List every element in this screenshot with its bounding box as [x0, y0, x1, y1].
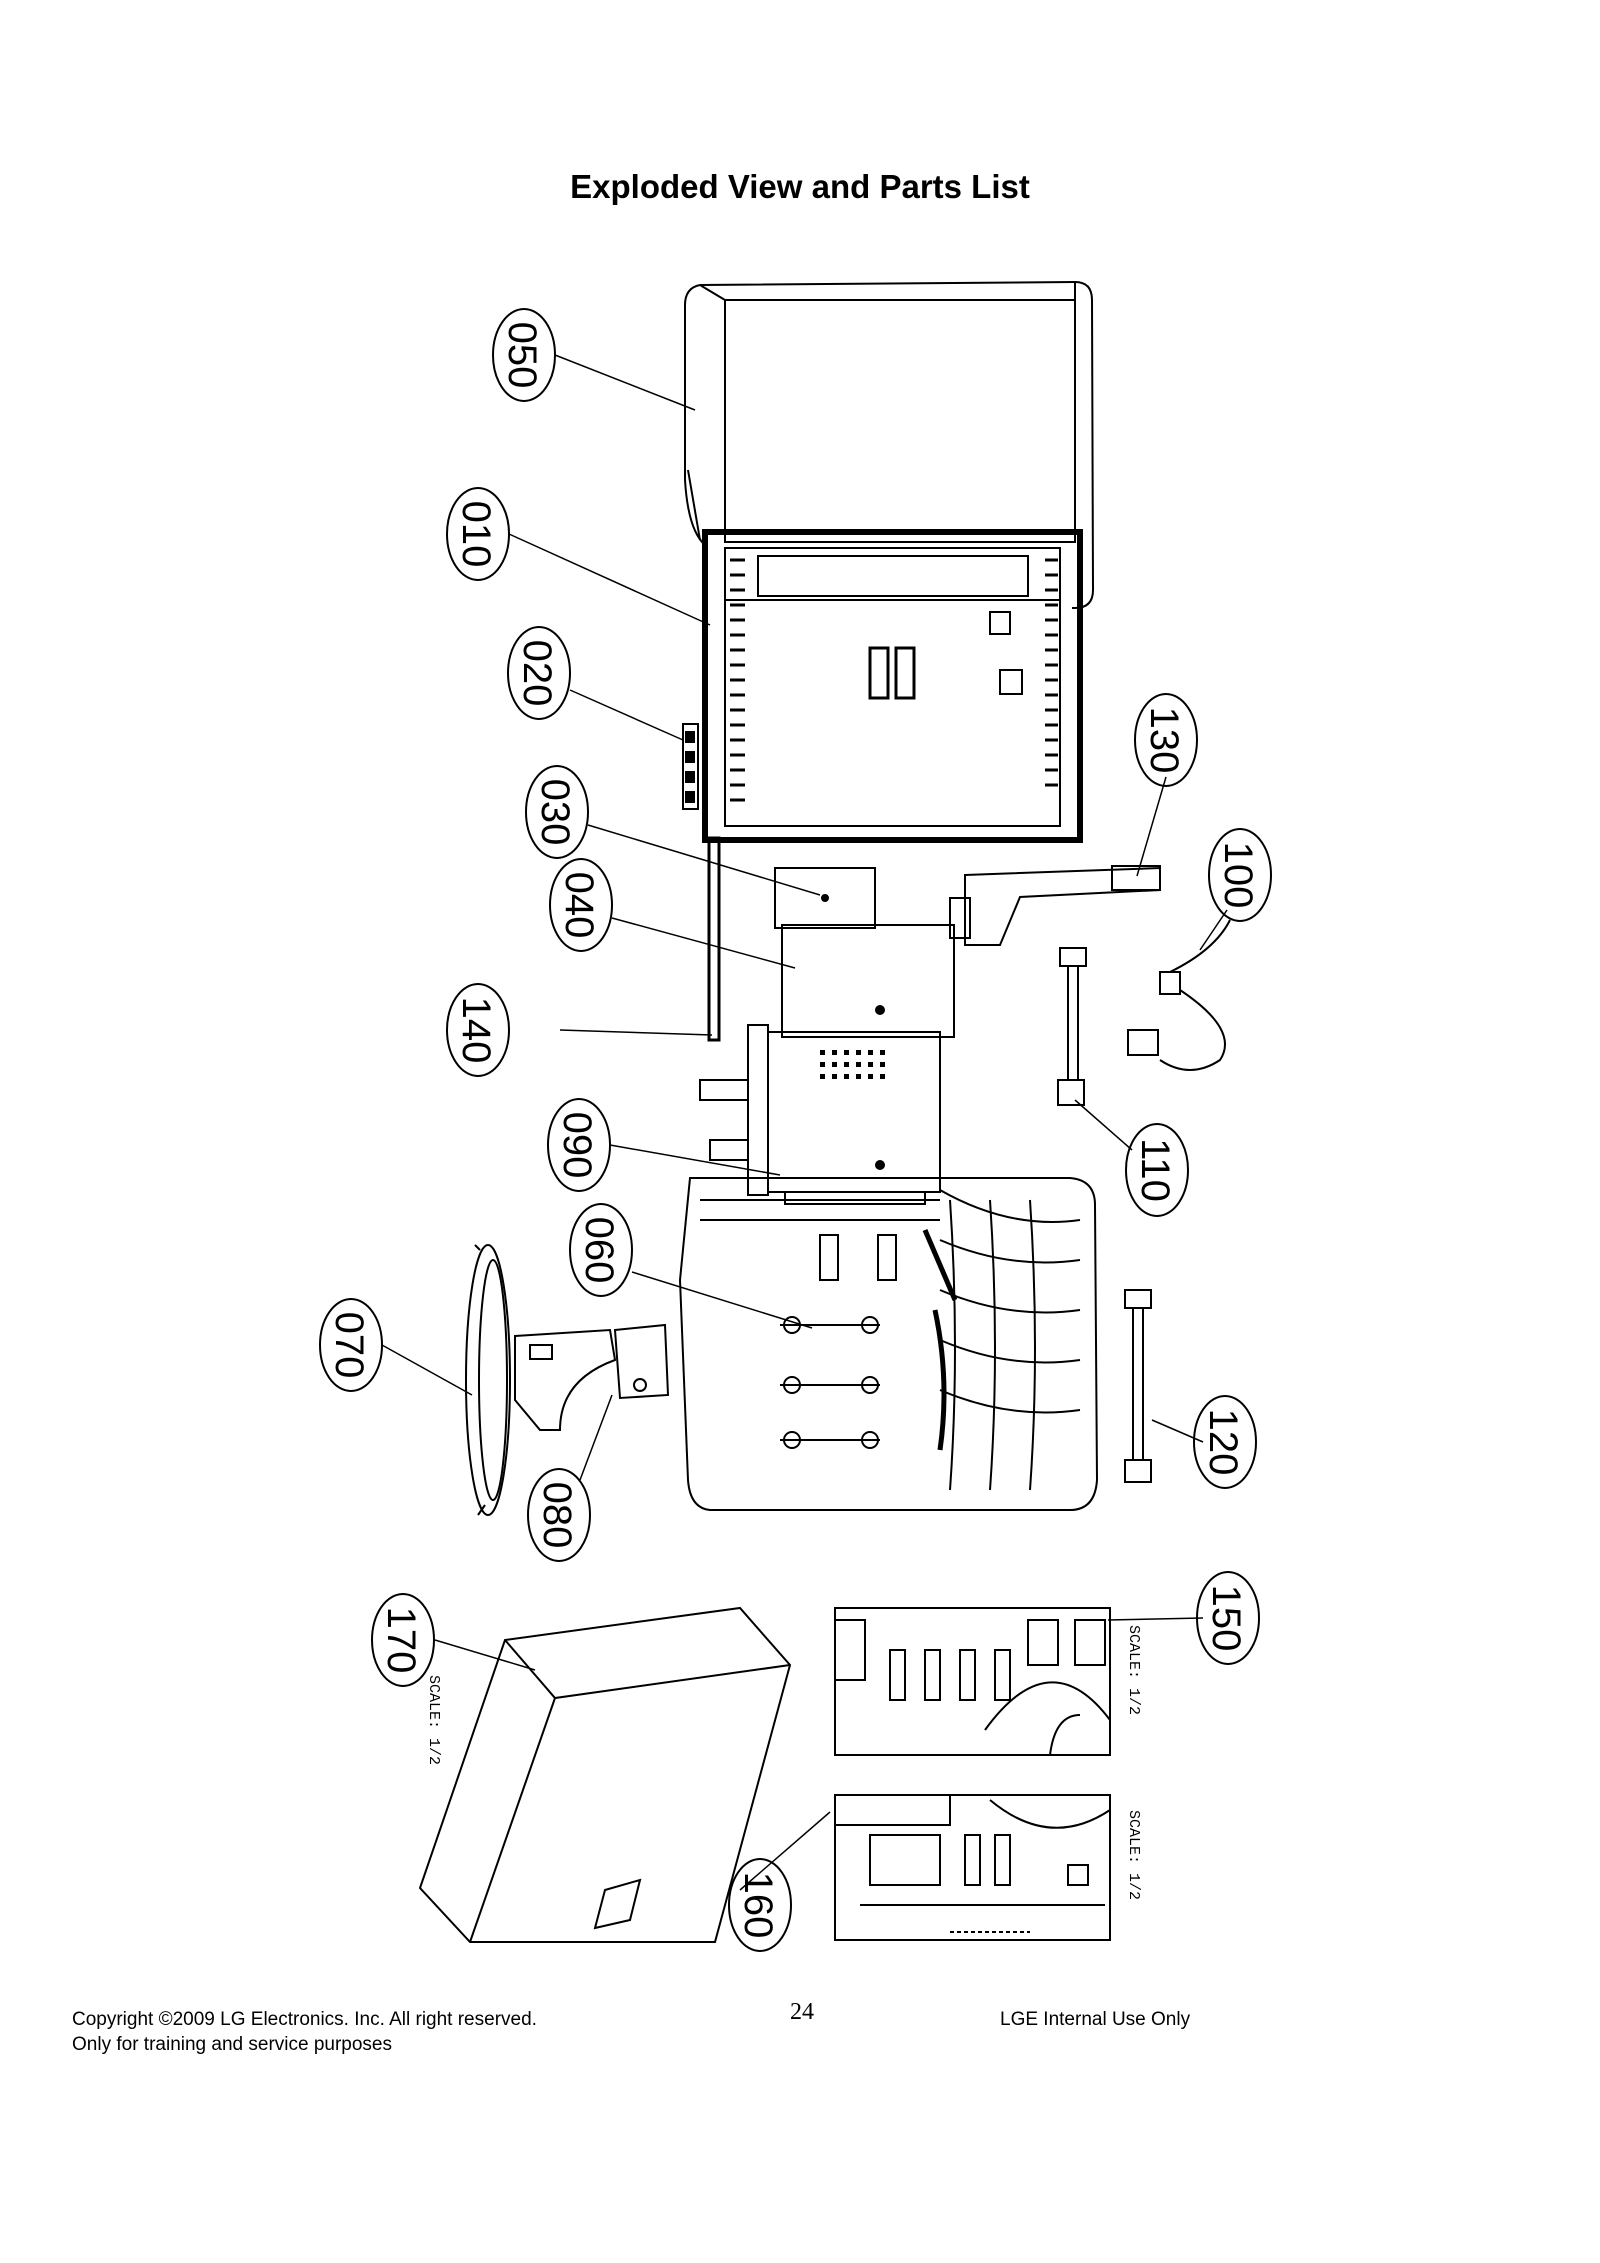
footer-classification: LGE Internal Use Only: [1000, 2009, 1191, 2030]
callout-080-label: 080: [535, 1482, 579, 1549]
scale-note-cushion-top: SCALE: 1/2: [1125, 1625, 1142, 1715]
callout-080: 080: [527, 1468, 591, 1562]
callout-010: 010: [446, 487, 510, 581]
callout-100-label: 100: [1216, 842, 1260, 909]
callout-060: 060: [569, 1203, 633, 1297]
part-main-pcb: [781, 924, 955, 1038]
callout-100: 100: [1208, 828, 1272, 922]
callout-110: 110: [1125, 1123, 1189, 1217]
callout-040-label: 040: [557, 872, 601, 939]
page-number: 24: [790, 1999, 814, 2025]
callout-090-label: 090: [555, 1112, 599, 1179]
callout-040: 040: [549, 858, 613, 952]
callout-130-label: 130: [1142, 707, 1186, 774]
part-stand-neck: [514, 1323, 670, 1431]
part-lvds-cable: [949, 865, 1161, 946]
part-power-cord: [1127, 919, 1231, 1071]
callout-060-label: 060: [577, 1217, 621, 1284]
part-back-cover: [678, 1177, 1099, 1511]
callout-160: 160: [728, 1858, 792, 1952]
scale-note-cushion-bottom: SCALE: 1/2: [1125, 1810, 1142, 1900]
callout-150-label: 150: [1204, 1585, 1248, 1652]
footer-left: Copyright ©2009 LG Electronics. Inc. All…: [72, 2007, 537, 2057]
callout-070-label: 070: [327, 1312, 371, 1379]
callout-170-label: 170: [379, 1607, 423, 1674]
leader-lines: [381, 354, 1228, 1891]
part-lcd-module: [702, 529, 1083, 843]
callout-150: 150: [1196, 1571, 1260, 1665]
callout-020-label: 020: [515, 640, 559, 707]
callout-140-label: 140: [454, 997, 498, 1064]
part-cushion-top: [834, 1607, 1111, 1756]
part-stand-base: [465, 1244, 511, 1516]
callout-170: 170: [371, 1593, 435, 1687]
callout-160-label: 160: [736, 1872, 780, 1939]
part-control-board: [682, 723, 699, 810]
callout-050: 050: [492, 308, 556, 402]
callout-070: 070: [319, 1298, 383, 1392]
part-signal-cable: [1124, 1289, 1152, 1483]
callout-090: 090: [547, 1098, 611, 1192]
callout-140: 140: [446, 983, 510, 1077]
page-title: Exploded View and Parts List: [570, 168, 1030, 205]
part-main-frame: [699, 1024, 941, 1205]
callout-030-label: 030: [533, 779, 577, 846]
footer-purpose: Only for training and service purposes: [72, 2034, 392, 2055]
callout-120: 120: [1193, 1395, 1257, 1489]
part-front-cover: [684, 280, 1095, 609]
callout-010-label: 010: [454, 501, 498, 568]
part-cushion-bottom: [834, 1794, 1111, 1941]
callout-030: 030: [525, 765, 589, 859]
callout-050-label: 050: [500, 322, 544, 389]
footer-copyright: Copyright ©2009 LG Electronics. Inc. All…: [72, 2009, 537, 2030]
callout-020: 020: [507, 626, 571, 720]
callout-110-label: 110: [1133, 1138, 1177, 1202]
callout-130: 130: [1134, 693, 1198, 787]
part-shield-plate: [774, 867, 876, 929]
callout-120-label: 120: [1201, 1409, 1245, 1476]
part-cable-harness: [1057, 947, 1087, 1106]
part-rod: [707, 836, 721, 1042]
part-packing-box: [418, 1606, 792, 1943]
scale-note-packing-box: SCALE: 1/2: [425, 1675, 442, 1765]
